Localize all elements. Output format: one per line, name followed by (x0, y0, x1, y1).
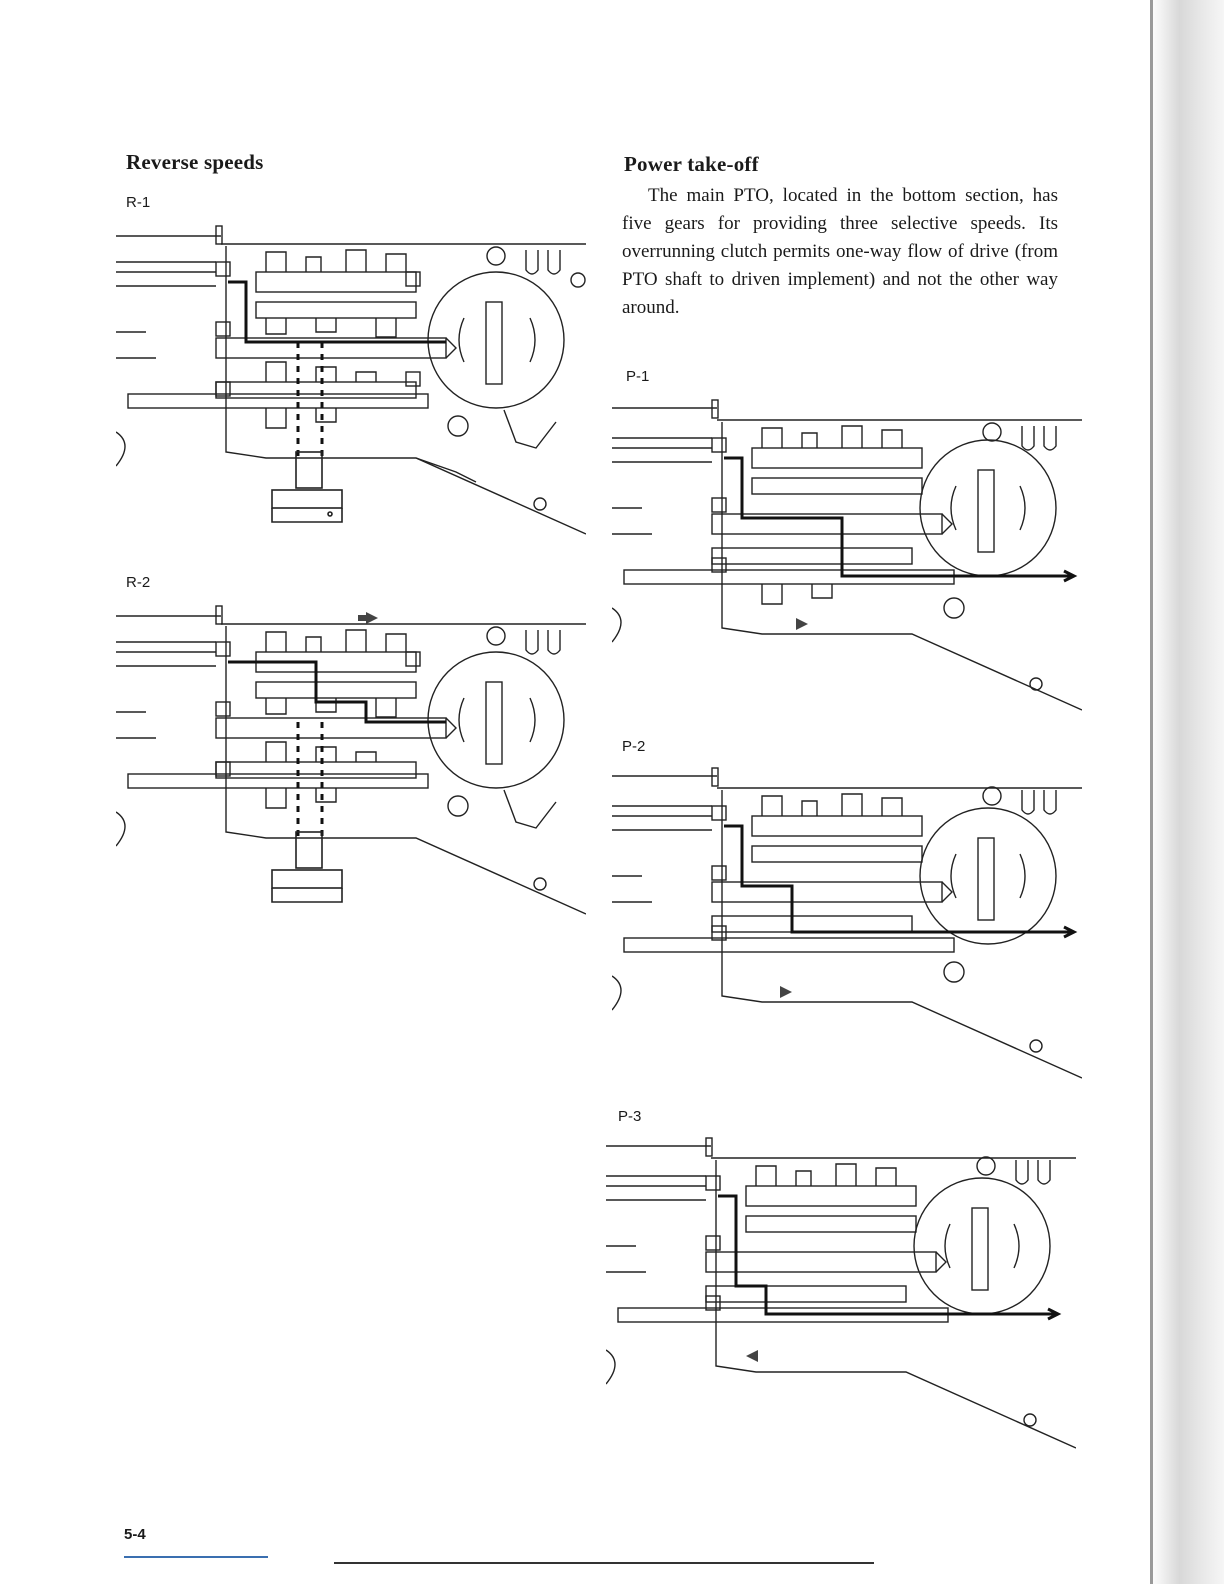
footer-rule-left (124, 1556, 268, 1558)
page-number: 5-4 (124, 1526, 146, 1543)
transmission-diagram-p2 (612, 766, 1082, 1084)
gearbox-cross-section-drawing (116, 602, 586, 920)
figure-label-p2: P-2 (622, 738, 645, 755)
transmission-diagram-p1 (612, 398, 1082, 716)
figure-label-p3: P-3 (618, 1108, 641, 1125)
shift-direction-arrow (358, 612, 378, 624)
gearbox-cross-section-drawing (612, 398, 1082, 716)
book-spine-shadow (1150, 0, 1224, 1584)
power-take-off-heading: Power take-off (624, 152, 759, 177)
figure-label-r1: R-1 (126, 194, 150, 211)
transmission-diagram-p3 (606, 1136, 1076, 1454)
gearbox-cross-section-drawing (606, 1136, 1076, 1454)
page-edge (1150, 0, 1153, 1584)
clutch-direction-arrow (780, 986, 792, 998)
figure-label-r2: R-2 (126, 574, 150, 591)
footer-rule-right (334, 1562, 874, 1564)
transmission-diagram-r2 (116, 602, 586, 920)
gearbox-cross-section-drawing (116, 222, 586, 540)
transmission-diagram-r1 (116, 222, 586, 540)
clutch-direction-arrow (746, 1350, 758, 1362)
clutch-direction-arrow (796, 618, 808, 630)
pto-description-paragraph: The main PTO, located in the bottom sect… (622, 182, 1058, 322)
gearbox-cross-section-drawing (612, 766, 1082, 1084)
reverse-speeds-heading: Reverse speeds (126, 150, 264, 175)
figure-label-p1: P-1 (626, 368, 649, 385)
